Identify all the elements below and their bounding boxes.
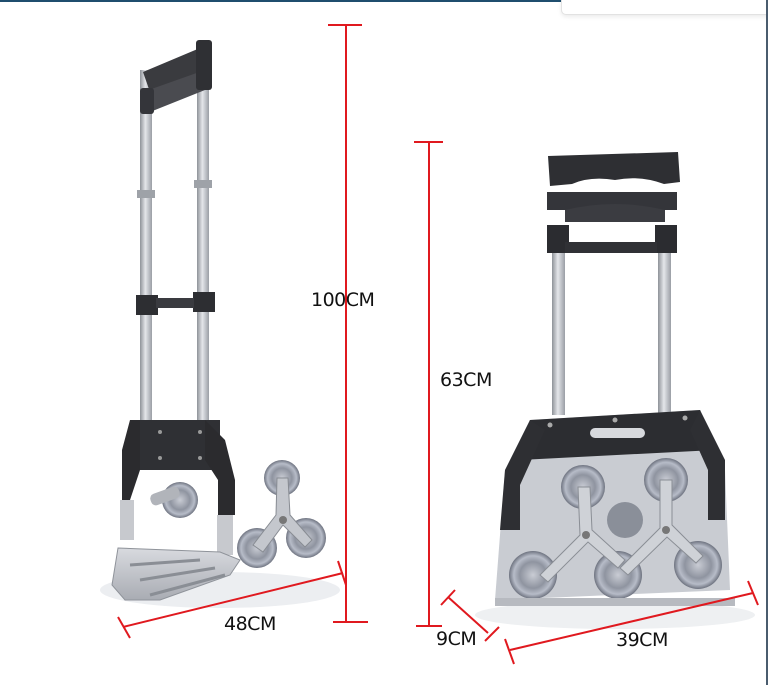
extended-trolley xyxy=(100,40,340,608)
label-folded-width: 39CM xyxy=(616,629,668,651)
right-edge-divider xyxy=(766,0,768,685)
depth-folded-line xyxy=(447,596,489,634)
dimension-lines xyxy=(117,24,759,665)
top-border xyxy=(0,0,768,2)
label-folded-height: 63CM xyxy=(440,369,492,391)
width-folded-line xyxy=(509,592,754,651)
label-folded-depth: 9CM xyxy=(436,628,477,650)
top-overlay-card xyxy=(561,0,768,15)
length-platform-line xyxy=(122,572,344,628)
label-extended-height: 100CM xyxy=(311,289,375,311)
label-platform-length: 48CM xyxy=(224,613,276,635)
folded-trolley xyxy=(475,152,755,629)
